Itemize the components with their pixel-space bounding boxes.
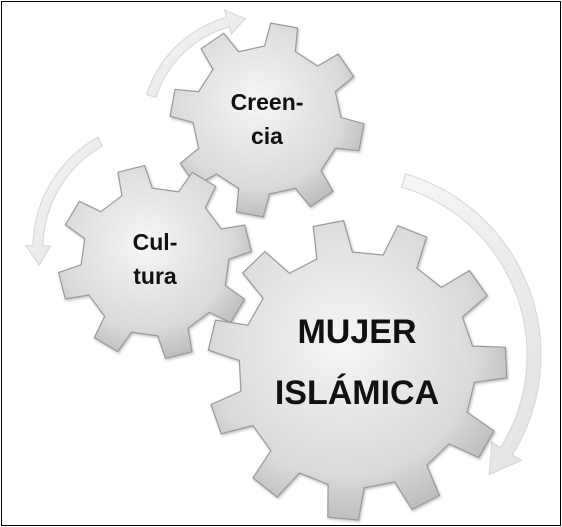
gear-creencia-label-line2: cia <box>251 123 283 149</box>
gear-cultura <box>57 164 253 360</box>
arrow-top-creencia <box>145 9 247 99</box>
gear-creencia-label-line1: Creen- <box>231 89 304 115</box>
gear-creencia <box>169 22 365 218</box>
gear-mujer-label-line1: MUJER <box>297 313 416 351</box>
arrow-right-mujer-islamica <box>400 173 542 476</box>
gear-cultura-label-line2: tura <box>133 263 177 289</box>
arrow-left-cultura <box>24 136 104 267</box>
gear-cultura-label-line1: Cul- <box>133 229 178 255</box>
gear-mujer-label-line2: ISLÁMICA <box>275 374 439 412</box>
gear-mujer-islamica <box>207 219 508 521</box>
